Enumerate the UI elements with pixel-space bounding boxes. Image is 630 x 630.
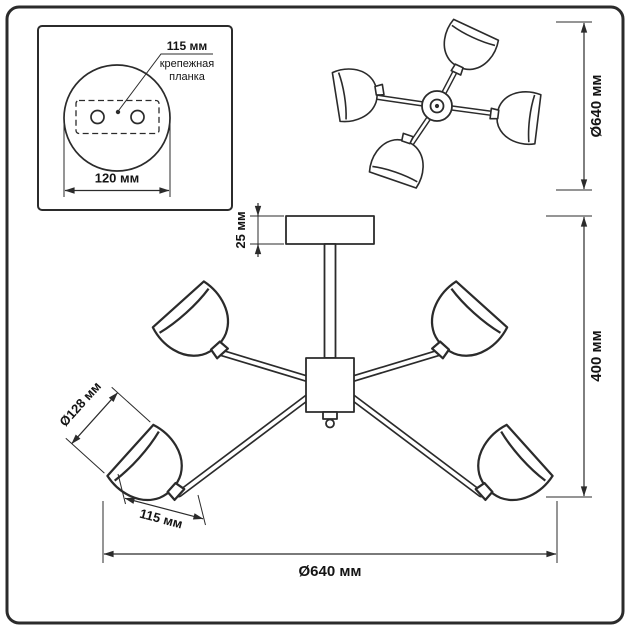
top-view-diameter-label: Ø640 мм: [588, 74, 605, 137]
mounting-bracket-outline: [75, 99, 160, 135]
overall-width-label: Ø640 мм: [298, 563, 361, 580]
overall-height-dimension: 400 мм: [546, 215, 605, 498]
bracket-hole-left: [90, 109, 105, 125]
bracket-caption-line1: крепежная: [160, 58, 215, 70]
leader-dot: [115, 109, 121, 115]
canopy-plate-circle: [63, 64, 171, 172]
finial: [325, 418, 335, 429]
hole-spacing-label: 115 мм: [167, 39, 208, 53]
stem: [323, 243, 337, 359]
leader-line: [118, 53, 213, 111]
finial-collar: [322, 411, 338, 420]
side-view: [104, 215, 556, 523]
bracket-hole-right: [130, 109, 145, 125]
ceiling-canopy: [285, 215, 375, 245]
plate-diameter-dimension: 120 мм: [63, 124, 171, 197]
bracket-caption-line2: планка: [169, 71, 206, 83]
mount-detail-inset: 115 мм крепежная планка 120 мм: [37, 25, 233, 211]
top-view-diameter-dimension: Ø640 мм: [556, 21, 605, 191]
hub-center: [434, 103, 440, 109]
plate-diameter-label: 120 мм: [95, 171, 140, 186]
canopy-height-label: 25 мм: [233, 211, 248, 248]
overall-width-dimension: Ø640 мм: [102, 501, 558, 580]
top-view: [331, 17, 542, 190]
central-body: [305, 357, 355, 413]
inset-border: [37, 25, 233, 211]
overall-height-label: 400 мм: [588, 330, 605, 381]
canopy-height-dimension: 25 мм: [233, 203, 284, 257]
